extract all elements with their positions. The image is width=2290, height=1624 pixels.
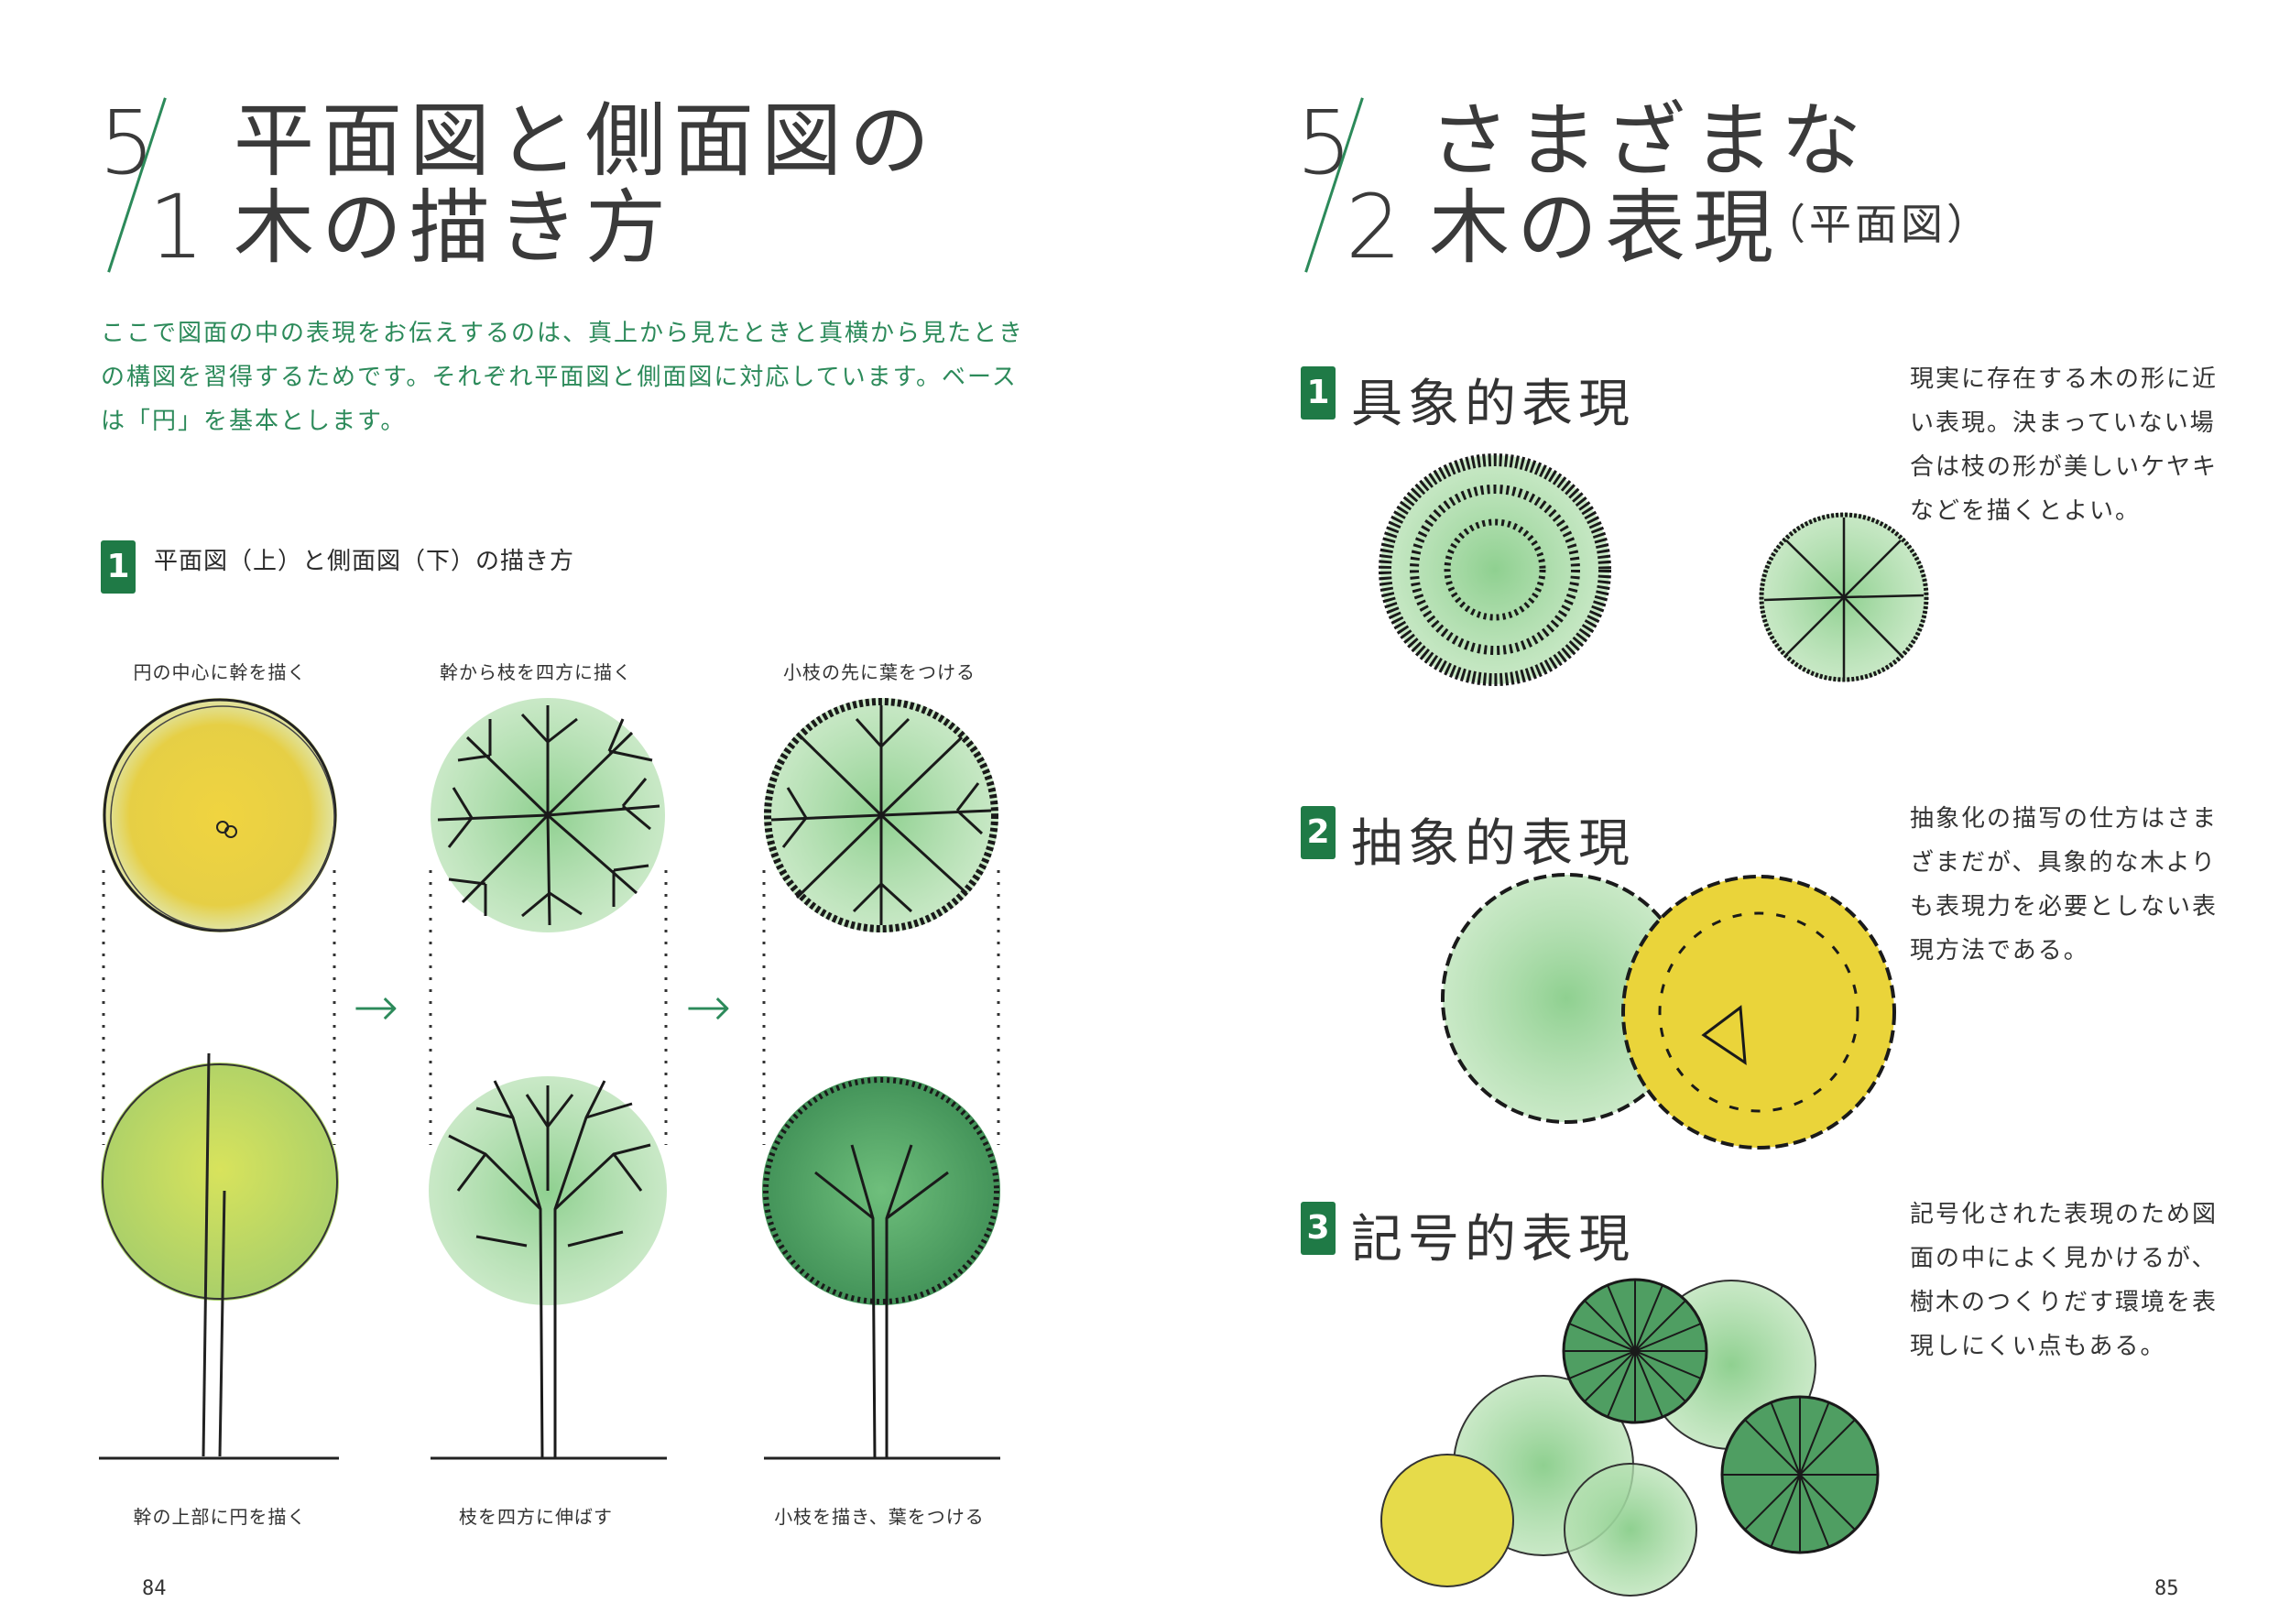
page-title-line2: 木の表現	[1429, 180, 1782, 275]
bottom-caption-2: 枝を四方に伸ばす	[459, 1506, 613, 1528]
plan-circle-step1	[103, 698, 337, 932]
section-number-top: 5	[1296, 92, 1353, 194]
page-title-line1: 平面図と側面図の	[234, 93, 938, 188]
intro-text: ここで図面の中の表現をお伝えするのは、真上から見たときと真横から見たときの構図を…	[101, 320, 1025, 435]
step-title: 平面図（上）と側面図（下）の描き方	[154, 548, 575, 575]
item-text-2: 抽象化の描写の仕方はさまざまだが、具象的な木よりも表現力を必要としない表現方法で…	[1910, 805, 2219, 965]
top-caption-1: 円の中心に幹を描く	[133, 661, 307, 683]
page-title-suffix: （平面図）	[1763, 200, 1992, 249]
plan-branches-step2	[431, 698, 665, 932]
item-text-1: 現実に存在する木の形に近い表現。決まっていない場合は枝の形が美しいケヤキなどを描…	[1910, 365, 2219, 525]
item-heading-2: 抽象的表現	[1351, 814, 1635, 874]
item-badge-2: 2	[1301, 806, 1336, 859]
section-number-top: 5	[99, 92, 156, 194]
bottom-caption-1: 幹の上部に円を描く	[133, 1506, 307, 1528]
plan-leaves-step3	[764, 698, 998, 932]
page-title-line1: さまざまな	[1429, 93, 1870, 188]
realistic-tree-small	[1759, 512, 1929, 682]
section-number-bottom: 2	[1346, 176, 1402, 278]
item-heading-3: 記号的表現	[1351, 1210, 1635, 1270]
step-arrow-icon: →	[353, 975, 399, 1040]
realistic-tree-large	[1379, 453, 1611, 686]
elevation-step1	[99, 1052, 339, 1460]
page-number-left: 84	[142, 1577, 167, 1600]
elevation-step2	[429, 1076, 667, 1460]
page-number-right: 85	[2154, 1577, 2179, 1600]
top-caption-2: 幹から枝を四方に描く	[440, 661, 632, 683]
section-number-bottom: 1	[148, 176, 205, 278]
bottom-caption-3: 小枝を描き、葉をつける	[774, 1506, 985, 1528]
step-badge: 1	[101, 540, 136, 594]
symbolic-tree-cluster	[1380, 1278, 1880, 1597]
step-arrow-icon: →	[685, 975, 732, 1040]
top-caption-3: 小枝の先に葉をつける	[783, 661, 976, 683]
item-heading-1: 具象的表現	[1351, 375, 1635, 434]
item-text-3: 記号化された表現のため図面の中によく見かけるが、樹木のつくりだす環境を表現しにく…	[1910, 1201, 2219, 1360]
item-badge-1: 1	[1301, 366, 1336, 420]
item-badge-3: 3	[1301, 1202, 1336, 1255]
abstract-tree-yellow	[1621, 875, 1896, 1150]
page-title-line2: 木の描き方	[234, 180, 674, 275]
elevation-step3	[762, 1076, 1000, 1460]
